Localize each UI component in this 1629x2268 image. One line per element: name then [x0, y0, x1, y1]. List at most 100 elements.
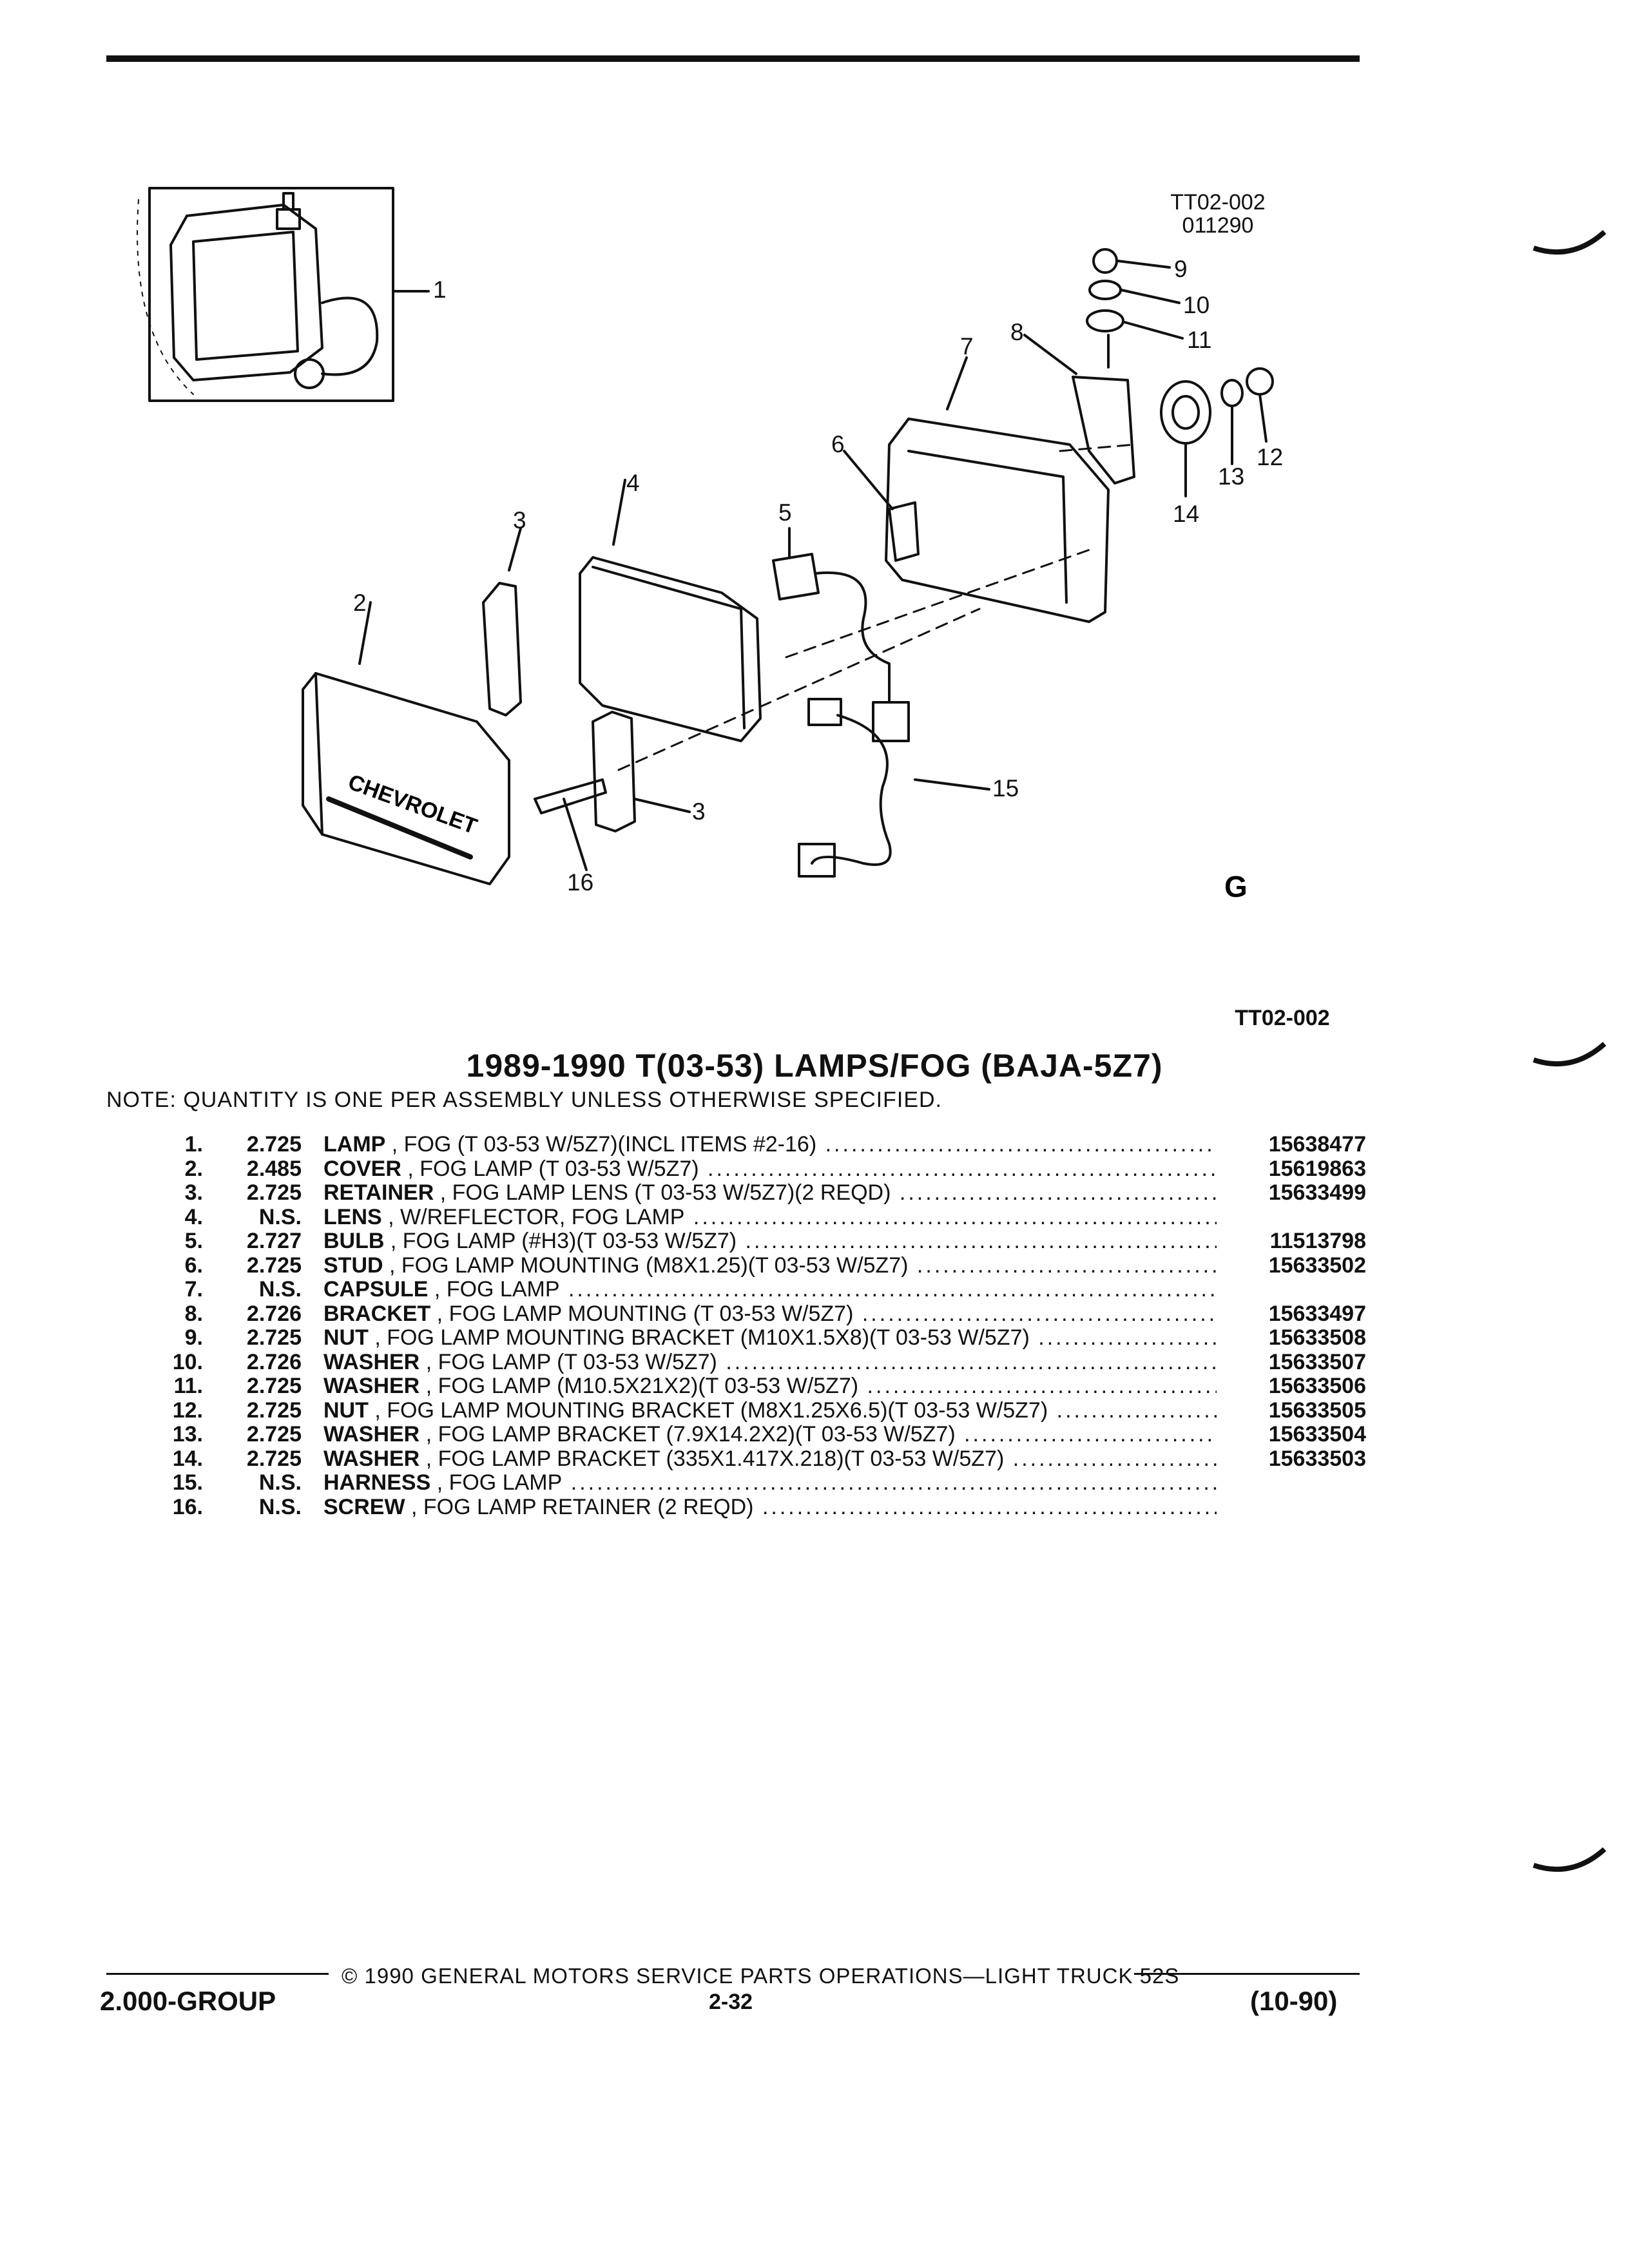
part-number: 15638477: [1268, 1132, 1366, 1157]
part-description: LAMP , FOG (T 03-53 W/5Z7)(INCL ITEMS #2…: [323, 1133, 1217, 1157]
item-number: 12.: [172, 1398, 203, 1423]
part-detail: , FOG LAMP BRACKET (335X1.417X.218)(T 03…: [425, 1446, 1005, 1471]
leader-dots: ........................................…: [570, 1471, 1217, 1495]
part-name: BULB: [323, 1229, 385, 1253]
part-name: WASHER: [323, 1350, 420, 1374]
callout-14: 14: [1173, 501, 1199, 527]
group-number: 2.725: [246, 1132, 302, 1157]
parts-row: 4. N.S. LENS , W/REFLECTOR, FOG LAMP .....…: [155, 1204, 1366, 1230]
footer-rule-left: [106, 1973, 329, 1975]
part-number: 15633503: [1268, 1446, 1366, 1471]
part-name: WASHER: [323, 1423, 420, 1446]
part-name: HARNESS: [323, 1471, 431, 1495]
part-number: 15633504: [1268, 1422, 1366, 1446]
page-number: 2-32: [709, 1990, 753, 2014]
parts-row: 7.N.S.CAPSULE , FOG LAMP ...............…: [155, 1277, 1366, 1302]
part-name: LAMP: [323, 1133, 386, 1157]
group-number: 2.485: [246, 1156, 302, 1181]
parts-row: 16.N.S.SCREW , FOG LAMP RETAINER (2 REQD…: [155, 1495, 1366, 1520]
cover-brand-text: CHEVROLET: [345, 770, 480, 840]
part-detail: , FOG LAMP MOUNTING BRACKET (M8X1.25X6.5…: [374, 1398, 1048, 1423]
item-number: 2.: [184, 1156, 203, 1181]
callout-10: 10: [1183, 292, 1210, 318]
part-number: 15619863: [1268, 1156, 1366, 1181]
footer-rule-right: [1134, 1973, 1360, 1975]
group-number: N.S.: [258, 1204, 302, 1229]
part-name: SCREW: [323, 1495, 405, 1519]
leader-dots: ........................................…: [867, 1374, 1217, 1398]
item-number: 9.: [184, 1325, 203, 1350]
part-description: CAPSULE , FOG LAMP .....................…: [323, 1278, 1217, 1302]
callout-5: 5: [778, 499, 792, 526]
assembled-lamp-body: [169, 204, 323, 381]
callout-9: 9: [1174, 256, 1188, 282]
catalog-code-text: 011290: [1182, 213, 1254, 238]
leader-dots: ........................................…: [1056, 1398, 1217, 1423]
item-number: 10.: [172, 1349, 203, 1374]
leader-dots: ........................................…: [762, 1495, 1217, 1519]
part-name: LENS: [323, 1205, 382, 1229]
parts-row: 1. 2.725 LAMP , FOG (T 03-53 W/5Z7)(INCL I…: [155, 1132, 1366, 1157]
part-name: WASHER: [323, 1446, 420, 1471]
catalog-reference: TT02-002 011290: [1153, 191, 1282, 237]
item-number: 5.: [184, 1229, 203, 1253]
binder-marks: [1532, 230, 1606, 1872]
part-description: RETAINER , FOG LAMP LENS (T 03-53 W/5Z7)…: [323, 1181, 1217, 1206]
group-number: 2.725: [246, 1422, 302, 1446]
part-name: CAPSULE: [323, 1278, 429, 1302]
part-name: WASHER: [323, 1374, 420, 1398]
part-description: NUT , FOG LAMP MOUNTING BRACKET (M8X1.25…: [323, 1399, 1217, 1423]
part-name: RETAINER: [323, 1181, 434, 1205]
callout-15: 15: [992, 775, 1019, 802]
part-description: LENS , W/REFLECTOR, FOG LAMP ...........…: [323, 1206, 1217, 1230]
callout-1: 1: [433, 276, 447, 303]
leader-dots: ........................................…: [825, 1133, 1217, 1157]
leader-dots: ........................................…: [693, 1205, 1217, 1229]
part-number: 15633505: [1268, 1398, 1366, 1423]
catalog-reference-bottom: TT02-002: [1235, 1006, 1330, 1030]
part-number: 15633497: [1268, 1301, 1366, 1326]
item-number: 15.: [172, 1470, 203, 1495]
part-description: BRACKET , FOG LAMP MOUNTING (T 03-53 W/5…: [323, 1302, 1217, 1327]
callout-4: 4: [626, 470, 640, 496]
group-number: 2.725: [246, 1374, 302, 1398]
part-description: STUD , FOG LAMP MOUNTING (M8X1.25)(T 03-…: [323, 1254, 1217, 1278]
parts-row: 14. 2.725 WASHER , FOG LAMP BRACKET (335X1…: [155, 1446, 1366, 1472]
group-number: 2.725: [246, 1446, 302, 1471]
item-number: 6.: [184, 1253, 203, 1278]
item-number: 14.: [172, 1446, 203, 1471]
leader-dots: ........................................…: [568, 1278, 1217, 1302]
revision-date: (10-90): [1250, 1986, 1338, 2016]
group-number: N.S.: [258, 1470, 302, 1495]
printer-mark: G: [1224, 870, 1248, 903]
part-description: BULB , FOG LAMP (#H3)(T 03-53 W/5Z7) ...…: [323, 1229, 1217, 1254]
part-detail: , FOG LAMP: [434, 1278, 560, 1302]
parts-row: 15.N.S.HARNESS , FOG LAMP ..............…: [155, 1470, 1366, 1495]
group-number: 2.726: [246, 1349, 302, 1374]
item-number: 4.: [184, 1204, 203, 1229]
callout-12: 12: [1257, 444, 1283, 470]
part-description: SCREW , FOG LAMP RETAINER (2 REQD) .....…: [323, 1495, 1217, 1520]
callout-3-top: 3: [513, 507, 526, 533]
part-description: WASHER , FOG LAMP BRACKET (7.9X14.2X2)(T…: [323, 1423, 1217, 1447]
capsule-outline: [885, 418, 1110, 623]
leader-dots: ........................................…: [726, 1350, 1217, 1374]
part-description: WASHER , FOG LAMP (M10.5X21X2)(T 03-53 W…: [323, 1374, 1217, 1399]
group-number: 2.726: [246, 1301, 302, 1326]
part-number: 11513798: [1269, 1229, 1366, 1253]
part-description: NUT , FOG LAMP MOUNTING BRACKET (M10X1.5…: [323, 1326, 1217, 1350]
part-number: 15633499: [1268, 1180, 1366, 1205]
part-detail: , FOG (T 03-53 W/5Z7)(INCL ITEMS #2-16): [391, 1133, 817, 1157]
part-name: BRACKET: [323, 1302, 431, 1326]
item-number: 16.: [172, 1494, 203, 1519]
item-number: 1.: [184, 1132, 203, 1157]
part-detail: , FOG LAMP MOUNTING (M8X1.25)(T 03-53 W/…: [389, 1253, 909, 1278]
group-number: N.S.: [258, 1277, 302, 1302]
item-number: 8.: [184, 1301, 203, 1326]
callout-11: 11: [1187, 327, 1211, 353]
callout-3-bottom: 3: [692, 798, 706, 825]
